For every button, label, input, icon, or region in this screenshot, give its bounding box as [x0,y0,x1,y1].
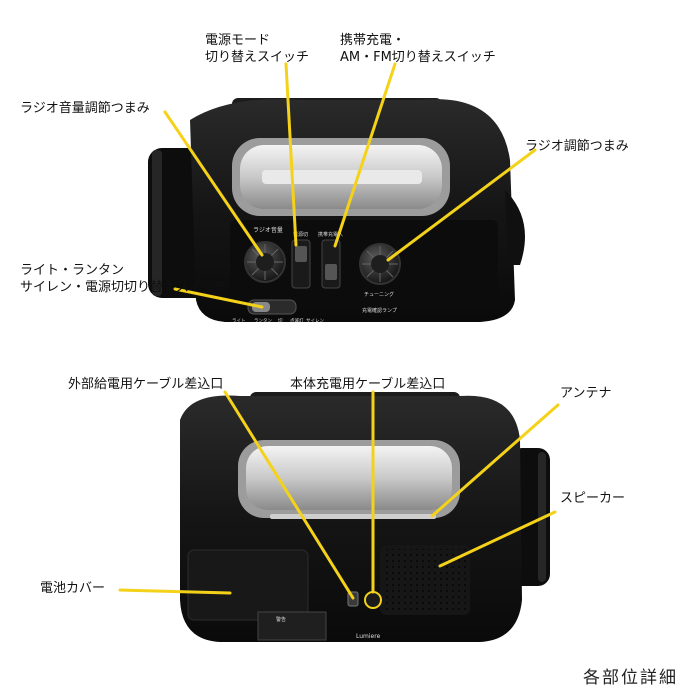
leader-lines [118,62,560,600]
label-antenna: アンテナ [560,386,612,401]
label-external-cable-port: 外部給電用ケーブル差込口 [68,377,224,392]
leader-speaker [438,510,557,568]
leader-light-switch [173,287,264,309]
label-power-mode-switch: 電源モード 切り替えスイッチ [205,33,310,65]
leader-external-port [223,390,355,600]
label-speaker: スピーカー [560,491,626,506]
leader-power-mode [284,62,298,247]
body-charge-port[interactable] [364,591,382,609]
label-volume-knob: ラジオ音量調節つまみ [20,101,150,116]
rear-carry-handle [246,446,452,510]
switch-label-off: 切 [278,317,283,324]
leader-antenna [430,403,560,518]
antenna-rod [270,514,436,519]
battery-cover-panel[interactable] [187,549,309,621]
brand-logo: Lumiere [356,633,381,640]
switch-label-flash: 点滅灯 [290,317,304,324]
mode-switch-printed-label: 電源切 [293,231,308,238]
tuning-printed-label: チューニング [364,291,394,298]
label-light-switch: ライト・ランタン サイレン・電源切切り替えスイッチ [20,263,229,295]
radio-back-view: 警告 Lumiere [180,392,550,642]
leader-tuning [386,148,537,262]
radio-front-view: ラジオ音量 電源切 携帯充電入 チューニング 充電確認ランプ ライト ランタン … [148,98,525,324]
charge-switch-printed-label: 携帯充電入 [318,231,343,238]
page-caption: 各部位詳細 [583,668,678,688]
label-battery-cover: 電池カバー [40,581,106,596]
warning-label: 警告 [276,616,286,623]
switch-label-light: ライト [232,318,246,324]
label-body-charge-port: 本体充電用ケーブル差込口 [290,377,446,392]
switch-label-lantern: ランタン [254,317,272,324]
leader-volume [163,110,264,257]
leader-battery-cover [118,588,232,595]
switch-label-siren: サイレン [306,318,324,324]
leader-phone-charge [333,62,397,248]
label-phone-charge-switch: 携帯充電・ AM・FM切り替えスイッチ [340,33,496,65]
lamp-printed-label: 充電確認ランプ [362,307,397,314]
volume-printed-label: ラジオ音量 [253,226,283,234]
label-tuning-knob: ラジオ調節つまみ [525,139,629,154]
